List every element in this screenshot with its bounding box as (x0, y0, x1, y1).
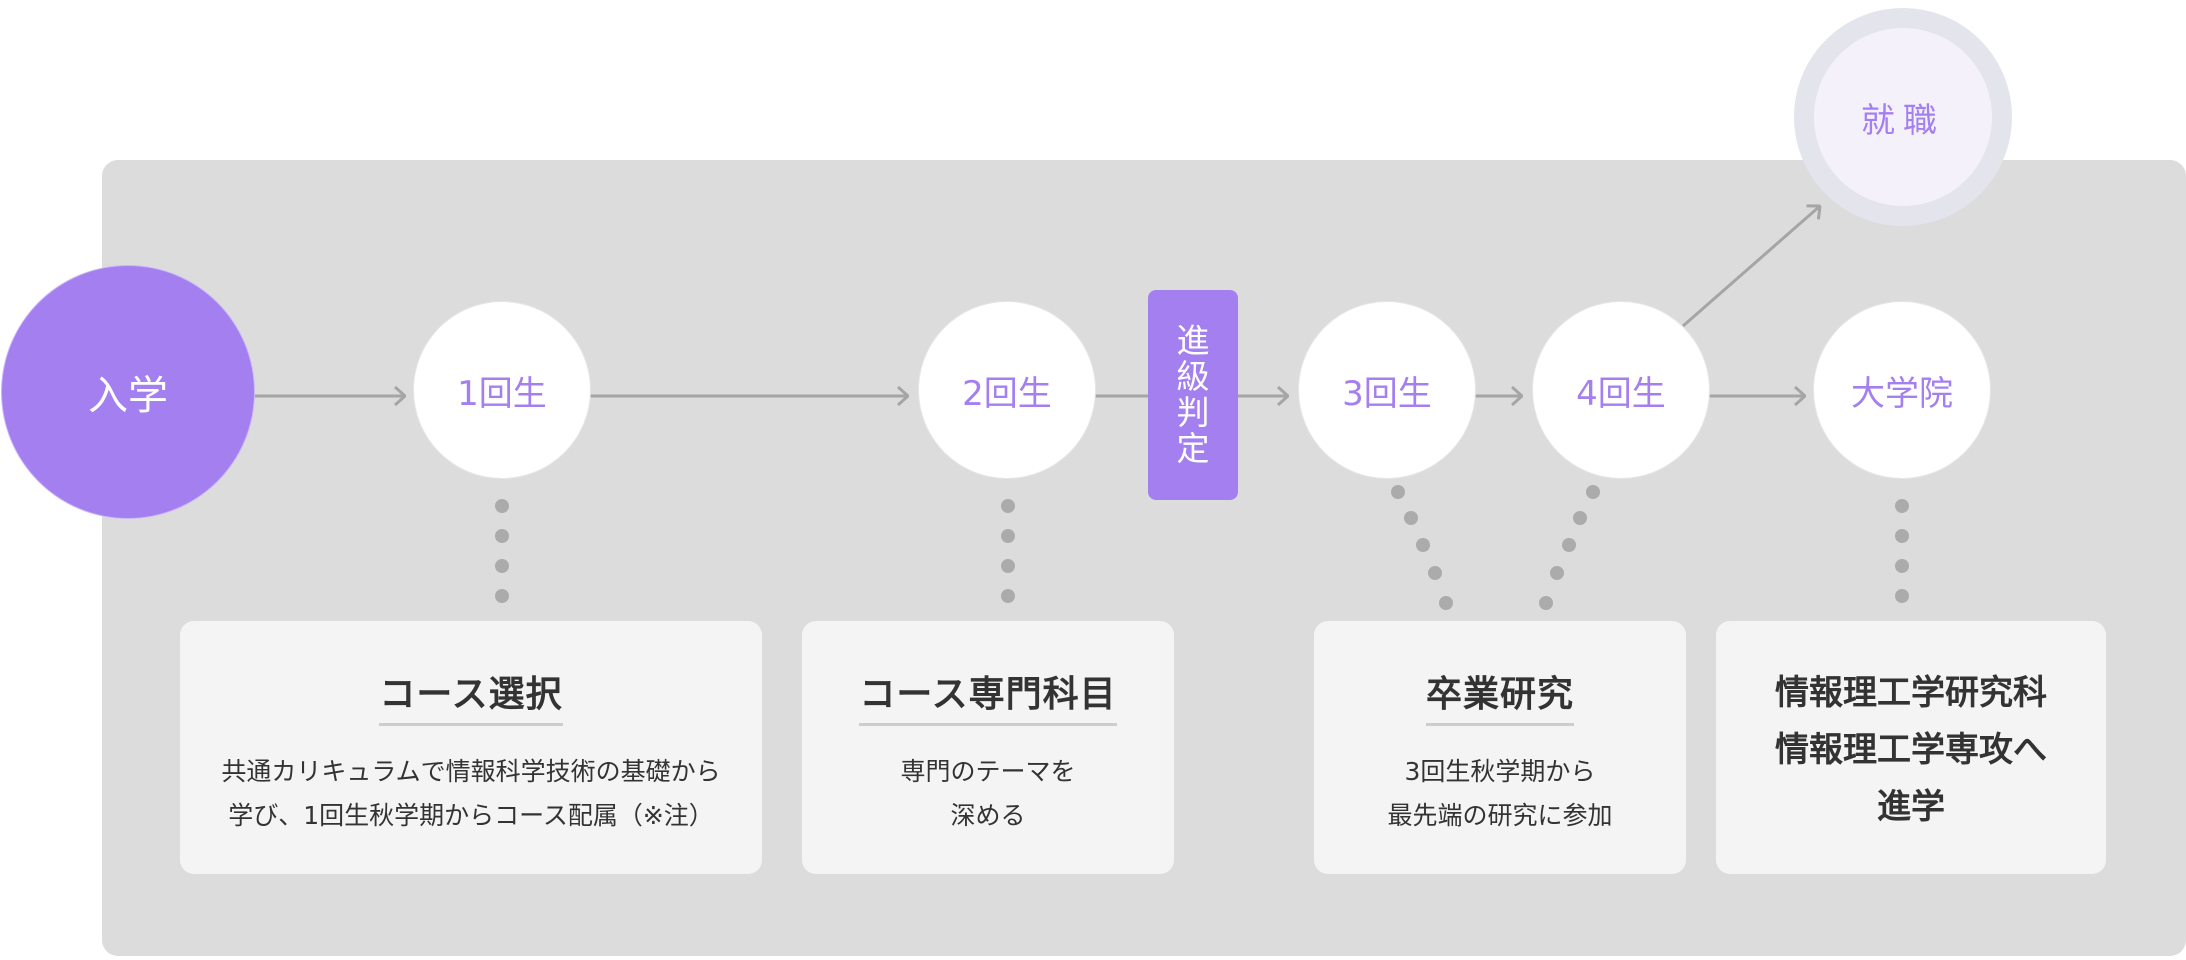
dot (495, 529, 509, 543)
grad-school-node: 大学院 (1814, 302, 1990, 478)
course-subjects-line: 専門のテーマを (900, 757, 1076, 786)
year3-label: 3回生 (1342, 373, 1432, 414)
dot (495, 559, 509, 573)
grad-admission-line: 進学 (1877, 787, 1945, 827)
grad-admission-text: 情報理工学研究科 情報理工学専攻へ 進学 (1775, 665, 2047, 836)
dot (495, 499, 509, 513)
course-selection-line: 学び、1回生秋学期からコース配属（※注） (228, 801, 714, 830)
promotion-char: 級 (1176, 357, 1210, 396)
dot (1550, 566, 1564, 580)
course-subjects-desc: 専門のテーマを 深める (900, 750, 1075, 838)
graduation-research-desc: 3回生秋学期から 最先端の研究に参加 (1387, 750, 1612, 838)
dot (1001, 499, 1015, 513)
promotion-char: 定 (1176, 429, 1210, 468)
course-subjects-title: コース専門科目 (859, 665, 1117, 726)
arrow-year4-to-employment (1682, 206, 1820, 328)
dot (1404, 511, 1418, 525)
dot (1895, 529, 1909, 543)
graduation-research-line: 3回生秋学期から (1404, 757, 1596, 786)
dot (1586, 485, 1600, 499)
dot (1001, 529, 1015, 543)
dot (1391, 485, 1405, 499)
dot (1895, 499, 1909, 513)
enrollment-label: 入学 (88, 373, 168, 419)
promotion-review-badge: 進 級 判 定 (1148, 290, 1238, 500)
year3-node: 3回生 (1299, 302, 1475, 478)
promotion-char: 判 (1176, 393, 1210, 432)
dot (495, 589, 509, 603)
course-selection-title: コース選択 (379, 665, 563, 726)
dot (1416, 538, 1430, 552)
course-subjects-line: 深める (950, 801, 1026, 830)
dot (1895, 589, 1909, 603)
grad-admission-line: 情報理工学専攻へ (1775, 730, 2047, 770)
employment-node: 就職 (1794, 8, 2012, 226)
graduation-research-title: 卒業研究 (1425, 665, 1574, 726)
dot (1562, 538, 1576, 552)
year2-label: 2回生 (962, 373, 1052, 414)
grad-school-label: 大学院 (1851, 373, 1953, 414)
dot (1895, 559, 1909, 573)
dot (1439, 596, 1453, 610)
year4-node: 4回生 (1533, 302, 1709, 478)
year1-label: 1回生 (457, 373, 547, 414)
dot (1573, 511, 1587, 525)
graduation-research-line: 最先端の研究に参加 (1387, 801, 1613, 830)
grad-admission-line: 情報理工学研究科 (1775, 673, 2047, 713)
grad-admission-card: 情報理工学研究科 情報理工学専攻へ 進学 (1716, 621, 2106, 874)
course-selection-card: コース選択 共通カリキュラムで情報科学技術の基礎から 学び、1回生秋学期からコー… (180, 621, 762, 874)
year1-node: 1回生 (414, 302, 590, 478)
course-selection-desc: 共通カリキュラムで情報科学技術の基礎から 学び、1回生秋学期からコース配属（※注… (221, 750, 720, 838)
course-subjects-card: コース専門科目 専門のテーマを 深める (802, 621, 1174, 874)
enrollment-node: 入学 (2, 266, 254, 518)
graduation-research-card: 卒業研究 3回生秋学期から 最先端の研究に参加 (1314, 621, 1686, 874)
employment-label: 就職 (1861, 100, 1945, 141)
dot (1001, 559, 1015, 573)
year2-node: 2回生 (919, 302, 1095, 478)
course-selection-line: 共通カリキュラムで情報科学技術の基礎から (221, 757, 721, 786)
dot (1428, 566, 1442, 580)
year4-label: 4回生 (1576, 373, 1666, 414)
dot (1539, 596, 1553, 610)
promotion-char: 進 (1176, 321, 1210, 360)
dot (1001, 589, 1015, 603)
